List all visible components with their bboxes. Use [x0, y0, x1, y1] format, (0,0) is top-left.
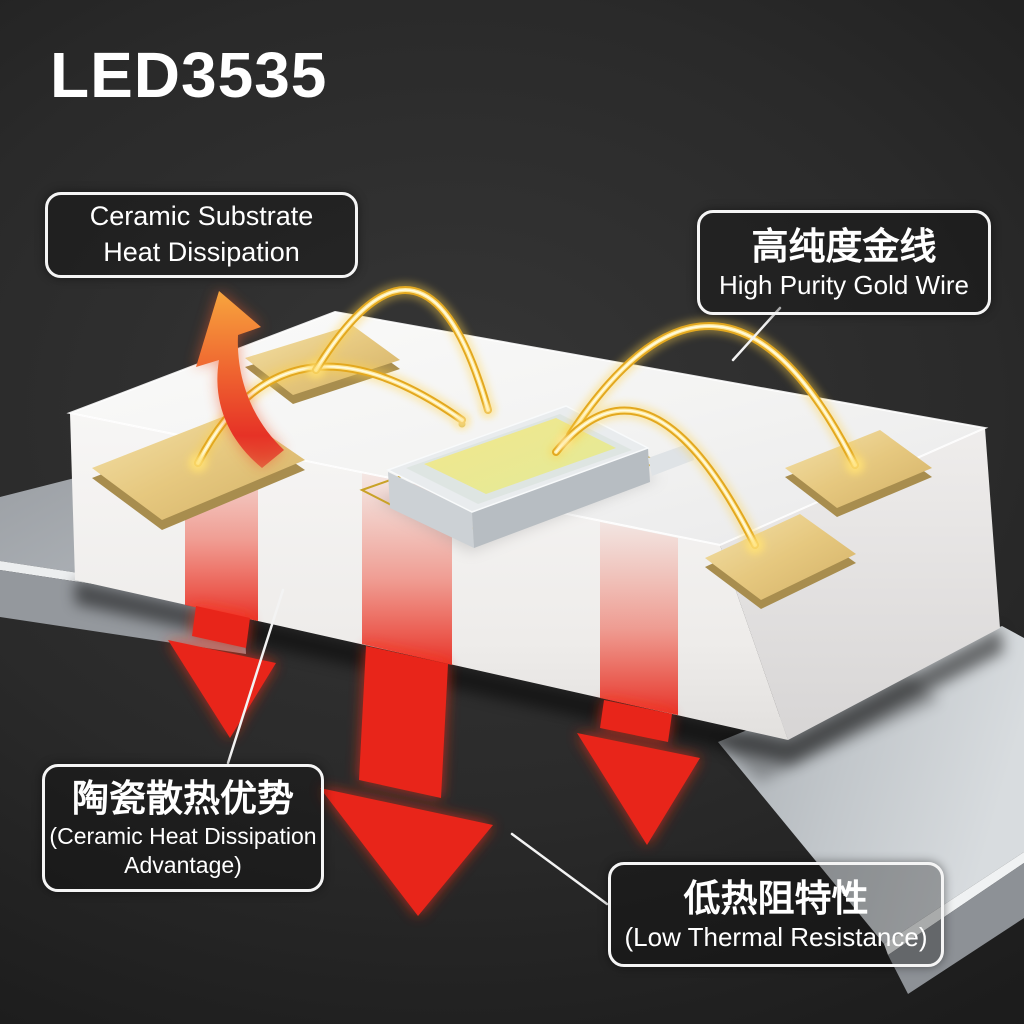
callout-text-zh: 陶瓷散热优势 — [72, 778, 294, 820]
callout-text-en: (Low Thermal Resistance) — [624, 922, 928, 953]
callout-line — [226, 588, 285, 765]
gold-bond-wire — [190, 359, 470, 471]
heat-down-arrow-icon — [320, 646, 493, 916]
callout-line — [510, 832, 609, 906]
gold-pad-front-right — [705, 514, 856, 609]
heat-down-arrow-icon — [577, 700, 700, 845]
callout-text: Ceramic Substrate — [89, 201, 314, 232]
callout-line — [731, 306, 782, 362]
gold-bond-wire — [562, 318, 863, 473]
callout-text-zh: 低热阻特性 — [683, 877, 869, 919]
heat-down-arrow-icon — [168, 606, 276, 738]
page-title: LED3535 — [50, 39, 328, 111]
callout-text-en: (Ceramic Heat Dissipation — [49, 823, 317, 850]
callout-text-en: High Purity Gold Wire — [719, 270, 969, 301]
callout-text-en: Advantage) — [124, 852, 242, 879]
gold-bond-wires — [189, 282, 864, 554]
callout-ceramic-advantage: 陶瓷散热优势 (Ceramic Heat Dissipation Advanta… — [42, 764, 324, 892]
callout-text-zh: 高纯度金线 — [751, 225, 937, 267]
wire-bond-glow — [189, 362, 864, 554]
callout-text: Heat Dissipation — [103, 237, 300, 267]
gold-bond-wire — [308, 282, 496, 418]
callout-low-thermal-resistance: 低热阻特性 (Low Thermal Resistance) — [608, 862, 944, 967]
callout-lines — [226, 306, 782, 906]
callout-gold-wire: 高纯度金线 High Purity Gold Wire — [697, 210, 991, 315]
callout-ceramic-substrate: Ceramic Substrate Heat Dissipation — [45, 192, 358, 278]
heat-up-arrow-icon — [196, 291, 284, 468]
gold-bond-wire — [548, 403, 763, 553]
heat-down-arrows — [168, 606, 700, 916]
